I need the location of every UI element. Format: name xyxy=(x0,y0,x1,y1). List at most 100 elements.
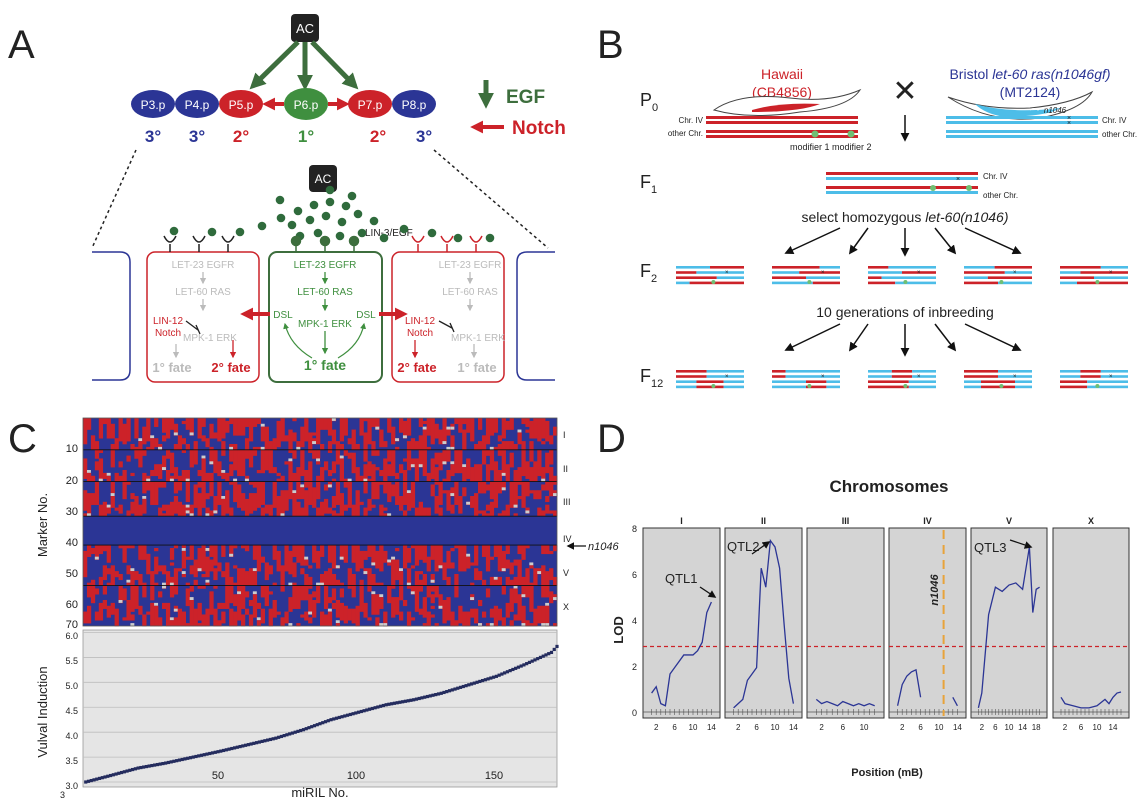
heatmap-border xyxy=(82,417,558,627)
left-fate-1: 1° fate xyxy=(152,360,191,375)
heatmap-cell xyxy=(434,623,439,627)
heatmap-cell xyxy=(458,449,463,474)
heatmap-missing xyxy=(446,426,451,430)
induction-point-7 xyxy=(100,776,104,780)
heatmap-cell xyxy=(497,435,502,442)
heatmap-cell xyxy=(454,585,459,598)
f12-group-1-row0-seg1 xyxy=(785,370,840,373)
heatmap-cell xyxy=(489,556,495,560)
heatmap-cell xyxy=(351,574,356,586)
heatmap-cell xyxy=(470,562,475,566)
heatmap-cell xyxy=(375,481,380,500)
heatmap-cell xyxy=(343,545,348,563)
f12-group-1-row2-seg2 xyxy=(826,380,840,383)
heatmap-missing xyxy=(379,594,384,598)
anchor-cell-label-2: AC xyxy=(315,172,332,186)
n1046-label-b: n1046 xyxy=(1044,106,1067,115)
heatmap-cell xyxy=(114,507,119,511)
lod-x-tick: 6 xyxy=(841,723,846,732)
ligand-dot-6 xyxy=(341,201,351,211)
heatmap-cell xyxy=(553,481,558,485)
induction-point-75 xyxy=(288,732,292,736)
heatmap-cell xyxy=(134,496,139,517)
heatmap-cell xyxy=(162,602,167,609)
heatmap-cell xyxy=(418,449,423,468)
select-text: select homozygous let-60(n1046) xyxy=(801,209,1008,225)
f12-group-2-row2-seg1 xyxy=(908,380,936,383)
heatmap-missing xyxy=(553,493,557,496)
heatmap-cell xyxy=(177,501,183,517)
heatmap-cell xyxy=(343,481,348,488)
heatmap-cell xyxy=(541,510,546,517)
heatmap-missing xyxy=(387,559,392,563)
induction-tick-5.5: 5.5 xyxy=(65,656,78,666)
heatmap-cell xyxy=(134,418,139,439)
fate-p4: 3° xyxy=(189,127,205,146)
heatmap-cell xyxy=(387,562,392,566)
heatmap-cell xyxy=(442,490,447,494)
fate-p5: 2° xyxy=(233,127,249,146)
heatmap-cell xyxy=(268,504,273,517)
heatmap-cell xyxy=(114,438,119,451)
heatmap-cell xyxy=(288,597,293,612)
induction-point-59 xyxy=(243,743,248,747)
heatmap-cell xyxy=(485,464,491,482)
induction-point-45 xyxy=(205,752,209,756)
heatmap-cell xyxy=(110,496,115,508)
f12-group-4-row1-seg0 xyxy=(1060,375,1081,378)
f2-group-3-row0-seg0 xyxy=(964,266,995,269)
heatmap-cell xyxy=(276,611,281,615)
heatmap-cell xyxy=(450,504,455,514)
induction-point-99 xyxy=(354,711,358,715)
heatmap-cell xyxy=(173,444,179,451)
heatmap-cell xyxy=(142,585,147,598)
heatmap-cell xyxy=(505,559,510,569)
heatmap-cell xyxy=(122,545,127,563)
heatmap-cell xyxy=(379,481,384,485)
induction-point-16 xyxy=(125,769,129,773)
induction-point-120 xyxy=(412,698,416,702)
heatmap-cell xyxy=(320,611,325,627)
heatmap-cell xyxy=(233,582,238,586)
heatmap-cell xyxy=(205,507,210,517)
heatmap-cell xyxy=(517,545,522,555)
heatmap-cell xyxy=(225,585,230,609)
heatmap-cell xyxy=(489,449,495,471)
induction-point-142 xyxy=(472,681,476,685)
heatmap-cell xyxy=(466,458,471,479)
heatmap-cell xyxy=(185,444,190,451)
corner-number: 3 xyxy=(60,790,65,800)
heatmap-missing xyxy=(418,464,423,468)
heatmap-cell xyxy=(513,481,518,508)
heatmap-missing xyxy=(280,513,285,517)
ligand-label: LIN-3/EGF xyxy=(365,228,413,239)
f12-group-4-row1-seg1 xyxy=(1080,375,1101,378)
heatmap-cell xyxy=(142,481,147,494)
f12-group-1-row3-seg1 xyxy=(806,385,827,389)
hawaii-chr4-1 xyxy=(706,116,858,119)
heatmap-missing xyxy=(150,435,155,439)
heatmap-missing xyxy=(466,553,471,557)
heatmap-cell xyxy=(521,585,526,598)
heatmap-cell xyxy=(363,481,368,494)
heatmap-cell xyxy=(284,435,289,442)
heatmap-cell xyxy=(146,418,151,442)
heatmap-cell xyxy=(308,617,313,624)
heatmap-cell xyxy=(335,623,341,627)
heatmap-cell xyxy=(355,444,360,451)
panel-c: C Marker No. 10 20 30 40 50 60 70 I II I… xyxy=(8,417,619,800)
heatmap-missing xyxy=(521,594,526,598)
f1-other-blue xyxy=(826,191,978,194)
heatmap-cell xyxy=(244,591,250,598)
anchor-cell-box xyxy=(291,14,319,42)
heatmap-cell xyxy=(541,565,546,586)
induction-point-133 xyxy=(447,689,452,693)
heatmap-cell xyxy=(300,568,305,575)
gen-p0: P0 xyxy=(640,90,658,114)
heatmap-cell xyxy=(154,418,159,427)
heatmap-cell xyxy=(181,438,186,445)
heatmap-cell xyxy=(169,576,175,586)
heatmap-cell xyxy=(284,461,289,465)
heatmap-cell xyxy=(118,461,123,468)
cell-right-outline xyxy=(391,251,505,383)
